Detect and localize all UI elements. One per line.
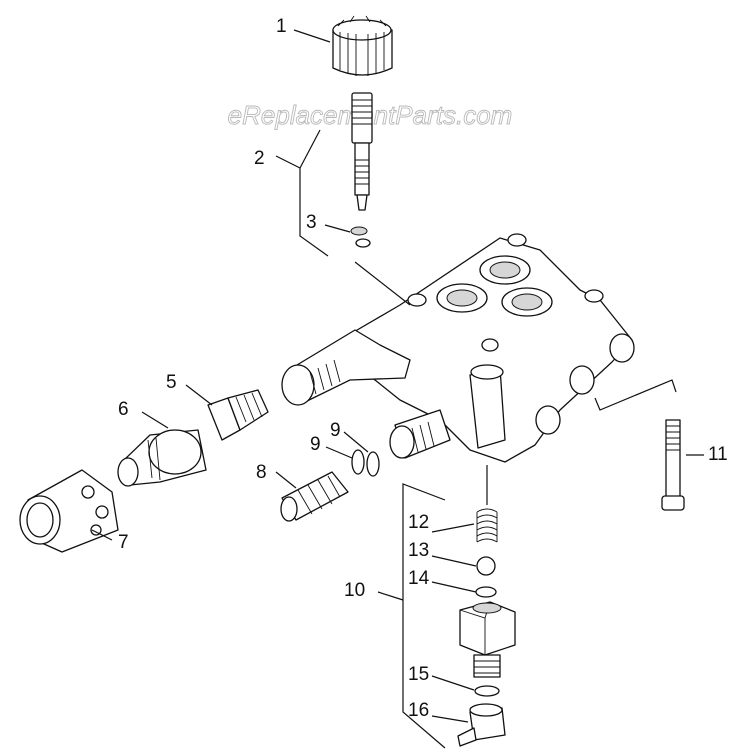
leader-16 bbox=[431, 715, 469, 723]
callout-7: 7 bbox=[118, 532, 129, 553]
callout-15: 15 bbox=[408, 664, 429, 685]
part-9-o-rings[interactable] bbox=[351, 449, 380, 477]
callout-9b: 9 bbox=[330, 420, 341, 441]
part-8-valve-insert[interactable] bbox=[280, 471, 349, 522]
callout-9a: 9 bbox=[310, 434, 321, 455]
callout-1: 1 bbox=[276, 16, 287, 37]
part-11-bolt[interactable] bbox=[661, 419, 685, 511]
bracket-10 bbox=[402, 483, 446, 749]
part-6-coupler[interactable] bbox=[117, 429, 207, 487]
leader-8 bbox=[275, 471, 297, 489]
leader-9b bbox=[343, 431, 369, 453]
part-15-o-ring[interactable] bbox=[474, 685, 500, 697]
callout-2: 2 bbox=[254, 148, 265, 169]
part-3-seals[interactable] bbox=[350, 226, 371, 248]
leader-3 bbox=[324, 224, 351, 233]
valve-plug-nut[interactable] bbox=[459, 601, 516, 678]
callout-8: 8 bbox=[256, 462, 267, 483]
part-12-spring[interactable] bbox=[476, 508, 498, 543]
leader-10 bbox=[377, 591, 404, 601]
callout-3: 3 bbox=[306, 212, 317, 233]
leader-1 bbox=[293, 29, 331, 43]
part-16-cap[interactable] bbox=[457, 703, 506, 747]
leader-6 bbox=[141, 411, 169, 429]
callout-14: 14 bbox=[408, 568, 430, 589]
leader-7 bbox=[91, 529, 113, 541]
leader-14 bbox=[431, 581, 477, 593]
leader-13 bbox=[431, 555, 477, 567]
leader-2 bbox=[275, 155, 301, 169]
leader-12 bbox=[431, 523, 475, 533]
part-14-o-ring[interactable] bbox=[475, 586, 497, 598]
part-7-sleeve[interactable] bbox=[19, 469, 119, 553]
part-1-knob[interactable] bbox=[332, 15, 393, 76]
leader-3-manifold bbox=[354, 261, 411, 306]
part-5-fitting[interactable] bbox=[207, 389, 269, 441]
bracket-2 bbox=[299, 129, 329, 257]
callout-12: 12 bbox=[408, 512, 429, 533]
leader-9a bbox=[325, 446, 353, 459]
callout-16: 16 bbox=[408, 700, 429, 721]
leader-5 bbox=[185, 384, 213, 406]
callout-5: 5 bbox=[166, 372, 177, 393]
callout-13: 13 bbox=[408, 540, 429, 561]
callout-11: 11 bbox=[708, 444, 728, 465]
pump-head-manifold[interactable] bbox=[281, 233, 635, 463]
callout-10: 10 bbox=[344, 580, 365, 601]
bracket-11 bbox=[594, 379, 677, 411]
part-13-ball[interactable] bbox=[476, 556, 496, 576]
callout-6: 6 bbox=[118, 399, 129, 420]
part-2-valve-stem[interactable] bbox=[351, 92, 373, 211]
leader-15 bbox=[431, 675, 475, 691]
